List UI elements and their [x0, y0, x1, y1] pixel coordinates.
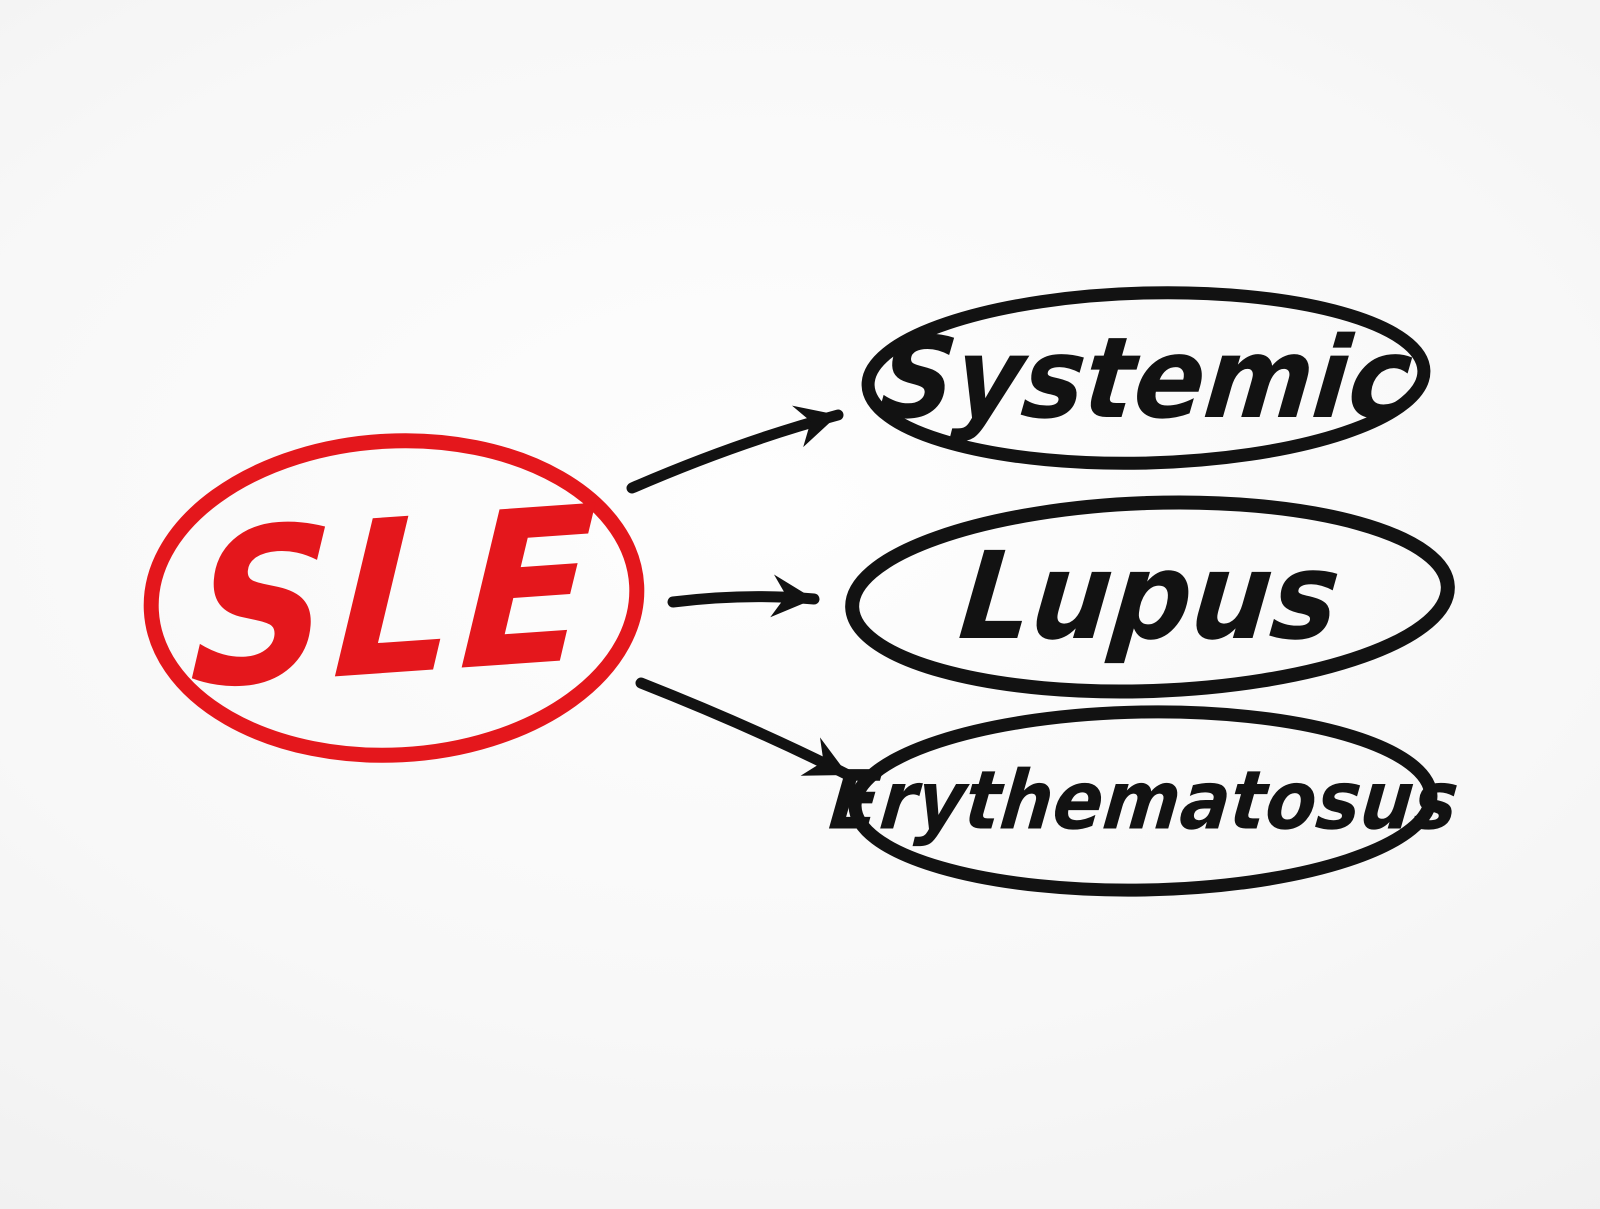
term-ellipse-systemic [861, 286, 1431, 470]
acronym-label: SLE [184, 459, 608, 737]
term-label-systemic: Systemic [873, 312, 1419, 444]
term-label-lupus: Lupus [953, 526, 1347, 668]
arrow-sle-to-erythematosus [635, 677, 854, 781]
term-label-erythematosus: Erythematosus [825, 753, 1463, 849]
term-ellipse-lupus [845, 495, 1455, 699]
arrow-sle-to-lupus [667, 574, 820, 618]
arrow-sle-to-systemic [626, 405, 844, 494]
term-ellipse-erythematosus [848, 705, 1438, 897]
acronym-ellipse [143, 433, 645, 763]
